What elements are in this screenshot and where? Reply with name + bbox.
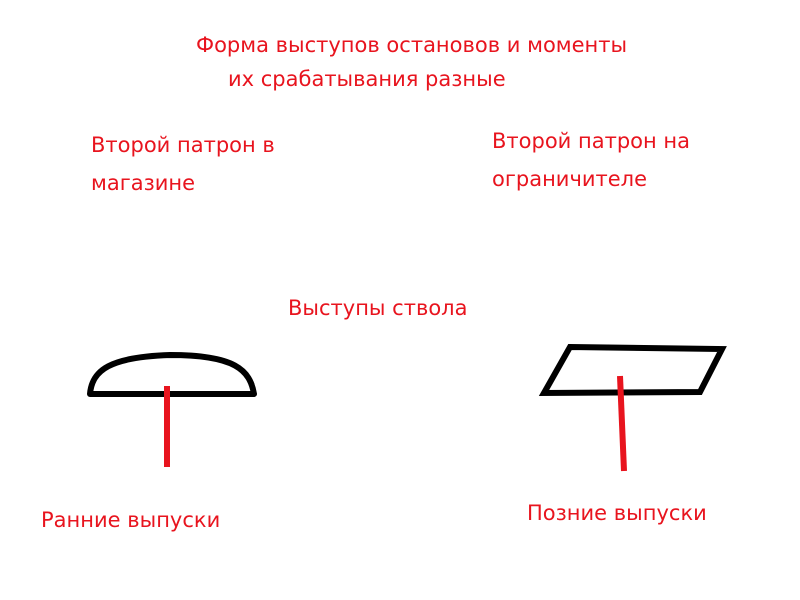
- right-label: Позние выпуски: [527, 501, 707, 525]
- left-caption-line-2: магазине: [91, 171, 196, 195]
- title-line-2: их срабатывания разные: [228, 67, 506, 91]
- parallelogram-lug-shape: [538, 343, 727, 397]
- rounded-lug-shape: [87, 352, 257, 397]
- center-label: Выступы ствола: [288, 296, 468, 320]
- right-caption-line-2: ограничителе: [492, 167, 648, 191]
- title-line-1: Форма выступов остановов и моменты: [196, 33, 628, 57]
- left-caption-line-1: Второй патрон в: [91, 133, 275, 157]
- right-stem: [617, 375, 627, 472]
- left-label: Ранние выпуски: [41, 508, 221, 532]
- right-caption-line-1: Второй патрон на: [492, 129, 691, 153]
